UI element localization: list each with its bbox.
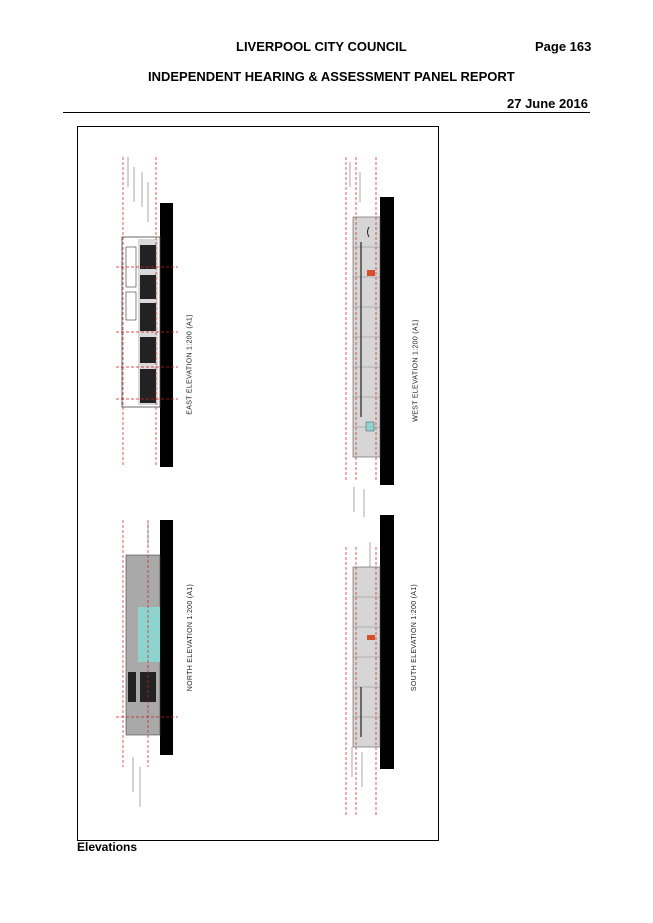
- south-elevation-label: SOUTH ELEVATION 1:200 (A1): [411, 583, 419, 692]
- north-elevation-label: NORTH ELEVATION 1:200 (A1): [187, 583, 195, 692]
- west-ground-slab: [380, 197, 394, 485]
- south-elevation: [345, 515, 394, 817]
- east-ground-slab: [160, 203, 173, 467]
- page-number: Page 163: [535, 39, 592, 54]
- council-name: LIVERPOOL CITY COUNCIL: [236, 39, 407, 54]
- figure-caption: Elevations: [77, 840, 138, 854]
- report-date: 27 June 2016: [507, 96, 588, 111]
- header-rule: [63, 112, 590, 113]
- north-ground-slab: [160, 520, 173, 755]
- north-glazing: [138, 607, 160, 662]
- east-elevation: [116, 157, 178, 467]
- west-elevation-label: WEST ELEVATION 1:200 (A1): [412, 319, 420, 422]
- report-title: INDEPENDENT HEARING & ASSESSMENT PANEL R…: [148, 69, 515, 84]
- east-elevation-label: EAST ELEVATION 1:200 (A1): [186, 314, 194, 415]
- south-ground-slab: [380, 515, 394, 769]
- west-elevation: [345, 157, 394, 517]
- elevations-drawing-frame: EAST ELEVATION 1:200 (A1) WEST ELEVATION…: [77, 126, 439, 841]
- north-elevation: [116, 520, 178, 807]
- elevations-drawing: [116, 157, 394, 817]
